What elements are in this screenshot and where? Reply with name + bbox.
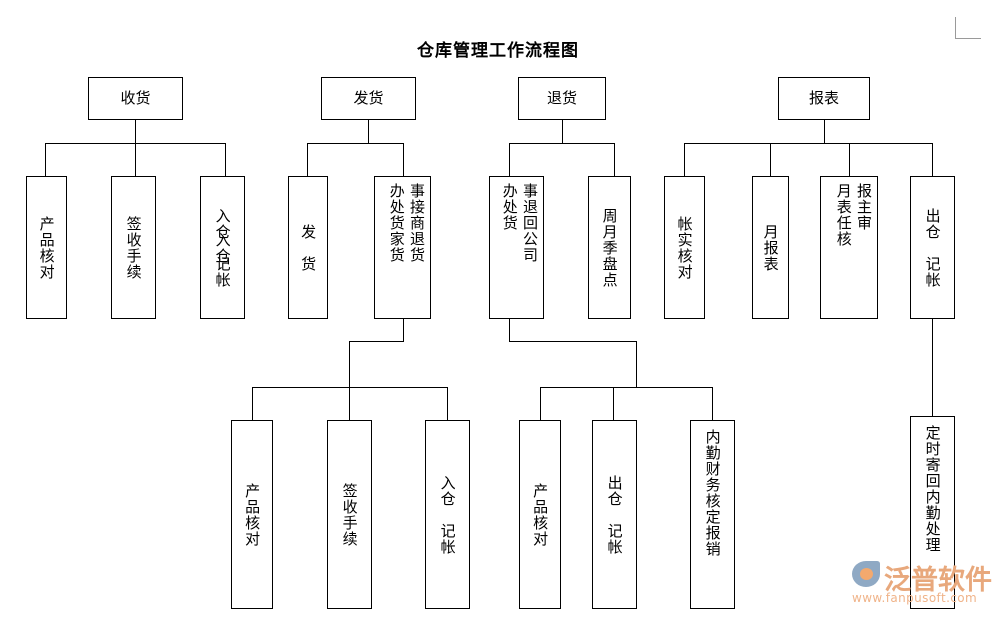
node-shipping-sub-signoff[interactable]: 签收手续: [327, 420, 372, 609]
node-receiving-product-check[interactable]: 产品核对: [26, 176, 67, 319]
node-label: 周月季盘点: [600, 207, 619, 288]
connector-returns-drop-1: [509, 143, 510, 176]
node-label: 产品核对: [531, 482, 550, 547]
connector-shipping-row2-drop-1: [252, 387, 253, 420]
node-label: 帐实核对: [675, 215, 694, 280]
connector-reports-drop-1: [684, 143, 685, 176]
connector-returns-sub-stem: [509, 319, 510, 341]
node-returns-sub-product-check[interactable]: 产品核对: [519, 420, 561, 609]
node-reports-outbound-record[interactable]: 出仓 记帐: [910, 176, 955, 319]
node-label: 发货: [353, 89, 384, 108]
node-label: 收货: [120, 89, 151, 108]
connector-returns-stem: [562, 120, 563, 143]
connector-receiving-drop-1: [45, 143, 46, 176]
connector-shipping-stem: [368, 120, 369, 143]
node-header-reports[interactable]: 报表: [778, 77, 870, 120]
node-shipping-sub-inbound-record[interactable]: 入仓 记帐: [425, 420, 470, 609]
node-label-line1: 入仓: [213, 231, 232, 264]
node-reports-mail-back[interactable]: 定时寄回内勤处理: [910, 416, 955, 609]
node-label-col-left: 办处货: [500, 183, 519, 231]
connector-reports-drop-2: [770, 143, 771, 176]
node-returns-sub-finance-reimburse[interactable]: 内勤财务核定报销: [690, 420, 735, 609]
connector-shipping-bus: [307, 143, 403, 144]
node-label: 内勤财务核定报销: [703, 429, 722, 557]
connector-reports-stem: [824, 120, 825, 143]
node-shipping-merchant-return[interactable]: 事接商退货 办处货家货: [374, 176, 431, 319]
node-label: 定时寄回内勤处理: [923, 425, 942, 553]
node-label: 产品核对: [37, 215, 56, 280]
watermark: 泛普软件 www.fanpusoft.com: [852, 558, 996, 610]
connector-reports-drop-3: [849, 143, 850, 176]
connector-returns-row2-drop-1: [540, 387, 541, 420]
connector-returns-row2-bus: [540, 387, 712, 388]
node-shipping-sub-product-check[interactable]: 产品核对: [231, 420, 273, 609]
node-label: 产品核对: [243, 482, 262, 547]
connector-returns-sub-elbow: [509, 341, 636, 342]
node-label: 退货: [546, 89, 577, 108]
node-reports-account-check[interactable]: 帐实核对: [664, 176, 705, 319]
node-label: 出仓 记帐: [923, 207, 942, 288]
connector-receiving-stem: [135, 120, 136, 143]
node-label: 报表: [808, 89, 839, 108]
corner-marker-vertical: [955, 17, 956, 39]
connector-reports-bus: [684, 143, 932, 144]
connector-returns-row2-drop-2: [613, 387, 614, 420]
connector-reports-outbound-drop: [932, 319, 933, 416]
connector-returns-sub-drop: [636, 341, 637, 387]
node-receiving-signoff[interactable]: 签收手续: [111, 176, 156, 319]
node-header-receiving[interactable]: 收货: [88, 77, 183, 120]
node-returns-stocktake[interactable]: 周月季盘点: [588, 176, 631, 319]
node-label-col-left: 月表任核: [834, 183, 853, 247]
brand-logo-icon: [852, 561, 880, 587]
corner-marker-horizontal: [955, 38, 981, 39]
node-receiving-inbound-record[interactable]: 入仓 记帐: [200, 176, 245, 319]
connector-returns-row2-drop-3: [712, 387, 713, 420]
node-reports-director-approval[interactable]: 报主审 月表任核: [820, 176, 878, 319]
node-label-col-right: 事退回公司: [521, 183, 539, 263]
connector-shipping-drop-2: [403, 143, 404, 176]
node-shipping-deliver[interactable]: 发 货: [288, 176, 328, 319]
connector-returns-drop-2: [614, 143, 615, 176]
node-reports-monthly-report[interactable]: 月报表: [752, 176, 789, 319]
node-label-col-right: 事接商退货: [408, 183, 426, 263]
node-label-col-left: 办处货家货: [387, 183, 406, 263]
watermark-url: www.fanpusoft.com: [852, 591, 978, 605]
watermark-brand: 泛普软件: [884, 565, 992, 596]
node-returns-to-company[interactable]: 事退回公司 办处货: [489, 176, 544, 319]
node-label-col-right: 报主审: [855, 183, 873, 231]
node-label: 入仓 记帐: [438, 474, 457, 555]
node-label: 月报表: [761, 223, 780, 272]
connector-shipping-row2-drop-3: [447, 387, 448, 420]
connector-shipping-sub-drop: [349, 341, 350, 387]
connector-shipping-row2-drop-2: [349, 387, 350, 420]
connector-shipping-drop-1: [307, 143, 308, 176]
node-header-returns[interactable]: 退货: [518, 77, 606, 120]
connector-shipping-sub-stem: [403, 319, 404, 341]
node-returns-sub-outbound-record[interactable]: 出仓 记帐: [592, 420, 637, 609]
page-title: 仓库管理工作流程图: [417, 41, 579, 61]
connector-shipping-sub-elbow: [349, 341, 404, 342]
connector-receiving-drop-3: [225, 143, 226, 176]
node-header-shipping[interactable]: 发货: [321, 77, 416, 120]
connector-returns-bus: [509, 143, 614, 144]
node-label: 发 货: [299, 223, 318, 272]
node-label: 出仓 记帐: [605, 474, 624, 555]
connector-receiving-drop-2: [135, 143, 136, 176]
node-label: 签收手续: [124, 215, 143, 280]
node-label: 签收手续: [340, 482, 359, 547]
connector-reports-drop-4: [932, 143, 933, 176]
